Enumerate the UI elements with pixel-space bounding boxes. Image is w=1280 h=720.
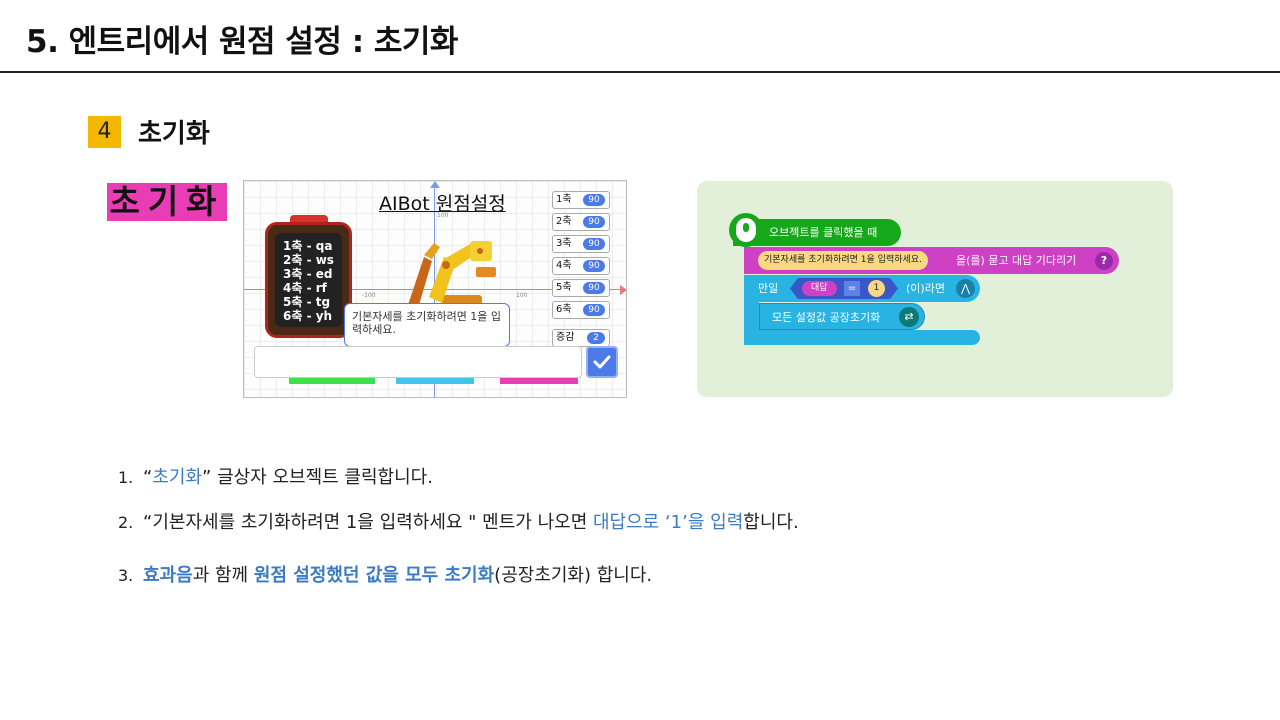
hat-label: 오브젝트를 클릭했을 때: [769, 226, 878, 239]
flow-icon: ⋀: [956, 279, 975, 298]
equals-operator[interactable]: =: [844, 281, 860, 296]
pink-object-strip: [500, 378, 578, 384]
tick-top: 100: [437, 212, 449, 219]
submit-answer-button[interactable]: [586, 346, 618, 378]
step-text: 과 함께: [192, 565, 254, 586]
key-guide-board[interactable]: 1축 - qa 2축 - ws 3축 - ed 4축 - rf 5축 - tg …: [265, 222, 352, 338]
axis-label: 5축: [556, 282, 572, 293]
entry-stage: -100 100 100 AIBot 원점설정 1축 - qa 2축 - ws …: [243, 180, 627, 398]
step-text: 합니다.: [743, 512, 799, 533]
axis-value-badge: 90: [583, 216, 605, 228]
ask-prompt-input[interactable]: 기본자세를 초기화하려면 1을 입력하세요.: [758, 251, 928, 270]
instruction-step-3: 3. 효과음과 함께 원점 설정했던 값을 모두 초기화(공장초기화) 합니다.: [118, 561, 652, 587]
chogihwa-text-object[interactable]: 초기화: [107, 183, 227, 221]
step-text: “기본자세를 초기화하려면 1을 입력하세요 " 멘트가 나오면: [143, 512, 593, 533]
step-value: 증감 2: [552, 329, 610, 347]
board-line: 3축 - ed: [283, 267, 333, 281]
if-block-bottom: [744, 330, 980, 345]
stage-title: AIBot 원점설정: [379, 193, 506, 215]
reset-icon: ⇄: [899, 307, 919, 327]
value-input[interactable]: 1: [868, 280, 885, 297]
axis-label: 4축: [556, 260, 572, 271]
step-text: (공장초기화) 합니다.: [494, 565, 653, 586]
axis-value-4: 4축 90: [552, 257, 610, 275]
step-value-badge: 2: [587, 332, 605, 344]
answer-block[interactable]: 대답: [802, 281, 837, 296]
hat-circle: [729, 213, 763, 247]
board-line: 2축 - ws: [283, 253, 334, 267]
factory-reset-block[interactable]: 모든 설정값 공장초기화 ⇄: [759, 303, 925, 330]
instruction-step-2: 2. “기본자세를 초기화하려면 1을 입력하세요 " 멘트가 나오면 대답으로…: [118, 508, 799, 534]
section-number-badge: 4: [88, 116, 121, 148]
step-number: 2.: [118, 513, 134, 532]
question-icon: ?: [1095, 252, 1113, 270]
axis-label: 1축: [556, 194, 572, 205]
blue-object-strip: [396, 378, 474, 384]
step-highlight: 초기화: [152, 467, 203, 488]
step-number: 3.: [118, 566, 134, 585]
step-highlight: 대답으로 ‘1’을 입력: [593, 512, 744, 533]
tick-left: -100: [362, 292, 376, 299]
y-axis-arrow-icon: [430, 181, 440, 188]
axis-value-badge: 90: [583, 282, 605, 294]
reset-label: 모든 설정값 공장초기화: [772, 311, 881, 324]
robot-arm-icon[interactable]: [384, 237, 504, 317]
axis-value-badge: 90: [583, 194, 605, 206]
axis-label: 3축: [556, 238, 572, 249]
axis-value-3: 3축 90: [552, 235, 610, 253]
step-highlight: 원점 설정했던 값을 모두 초기화: [253, 565, 495, 586]
if-block-arm: [744, 302, 759, 332]
step-highlight: 효과음: [143, 565, 193, 586]
board-line: 1축 - qa: [283, 239, 333, 253]
axis-label: 2축: [556, 216, 572, 227]
answer-input[interactable]: [254, 346, 582, 378]
section-title: 초기화: [138, 119, 210, 149]
axis-value-6: 6축 90: [552, 301, 610, 319]
axis-value-badge: 90: [583, 304, 605, 316]
speech-bubble: 기본자세를 초기화하려면 1을 입력하세요.: [344, 303, 510, 347]
if-block[interactable]: 만일 대답 = 1 (이)라면 ⋀: [744, 275, 980, 302]
axis-value-badge: 90: [583, 260, 605, 272]
x-axis-arrow-icon: [620, 285, 626, 295]
board-line: 6축 - yh: [283, 309, 333, 323]
tick-right: 100: [516, 292, 528, 299]
if-label: 만일: [758, 282, 779, 295]
board-inner: 1축 - qa 2축 - ws 3축 - ed 4축 - rf 5축 - tg …: [275, 233, 342, 327]
board-line: 5축 - tg: [283, 295, 331, 309]
step-label: 증감: [556, 332, 575, 343]
mouse-icon: [736, 218, 756, 242]
axis-value-1: 1축 90: [552, 191, 610, 209]
step-text: “: [143, 467, 153, 488]
axis-value-badge: 90: [583, 238, 605, 250]
axis-value-list: 1축 90 2축 90 3축 90 4축 90 5축 90 6축 90: [552, 191, 610, 323]
step-number: 1.: [118, 468, 134, 487]
check-icon: [593, 355, 611, 369]
green-object-strip: [289, 378, 375, 384]
if-suffix-label: (이)라면: [906, 282, 945, 295]
title-divider: [0, 71, 1280, 73]
board-line: 4축 - rf: [283, 281, 327, 295]
code-blocks-panel: 오브젝트를 클릭했을 때 기본자세를 초기화하려면 1을 입력하세요. 을(를)…: [697, 181, 1173, 397]
page-title: 5. 엔트리에서 원점 설정 : 초기화: [26, 24, 458, 60]
axis-value-2: 2축 90: [552, 213, 610, 231]
instruction-step-1: 1. “초기화” 글상자 오브젝트 클릭합니다.: [118, 463, 433, 489]
ask-and-wait-block[interactable]: 기본자세를 초기화하려면 1을 입력하세요. 을(를) 묻고 대답 기다리기 ?: [744, 247, 1119, 274]
when-clicked-hat-block[interactable]: 오브젝트를 클릭했을 때: [729, 213, 901, 247]
axis-label: 6축: [556, 304, 572, 315]
axis-value-5: 5축 90: [552, 279, 610, 297]
ask-label: 을(를) 묻고 대답 기다리기: [956, 254, 1077, 267]
step-text: ” 글상자 오브젝트 클릭합니다.: [202, 467, 433, 488]
condition-block[interactable]: 대답 = 1: [790, 278, 898, 299]
